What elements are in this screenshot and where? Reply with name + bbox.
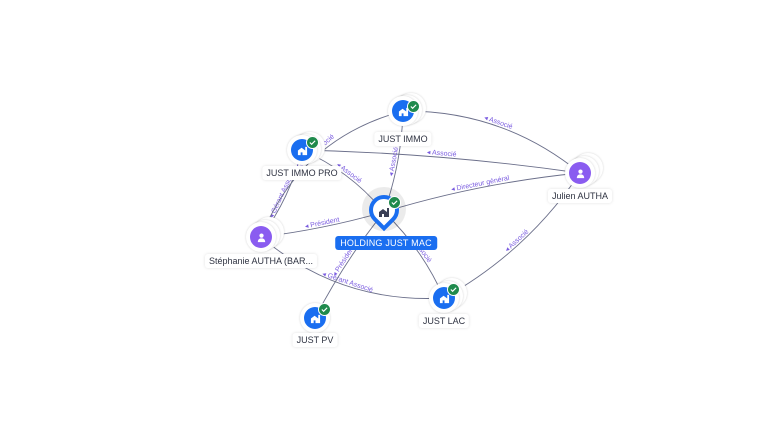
verified-check-icon	[388, 196, 401, 209]
edge-label: ◂ Président	[304, 217, 340, 231]
node-label: Julien AUTHA	[547, 189, 613, 203]
verified-check-icon	[407, 100, 420, 113]
stack-layer	[246, 222, 276, 252]
verified-check-icon	[447, 283, 460, 296]
edge-julien-holding	[383, 172, 581, 213]
edge-label: ◂ Associé	[504, 228, 531, 253]
node-label: JUST IMMO PRO	[262, 166, 342, 180]
edge-julien-just_immo	[402, 110, 581, 174]
verified-check-icon	[318, 303, 331, 316]
edge-label: ◂ Associé	[388, 146, 400, 176]
edge-stephanie-just_lac	[260, 236, 445, 299]
node-label: JUST IMMO	[374, 132, 432, 146]
node-label: JUST LAC	[418, 314, 470, 328]
edge-label: ◂ Gérant Associé	[321, 271, 374, 294]
node-label: HOLDING JUST MAC	[335, 236, 437, 250]
person-icon	[250, 226, 272, 248]
stack-layer	[565, 158, 595, 188]
node-label: JUST PV	[292, 333, 338, 347]
node-label: Stéphanie AUTHA (BAR...	[204, 254, 318, 268]
edge-julien-just_immo_pro	[301, 149, 581, 174]
verified-check-icon	[306, 136, 319, 149]
edge-label: ◂ Associé	[427, 149, 457, 158]
building-icon	[378, 205, 390, 223]
person-icon	[569, 162, 591, 184]
